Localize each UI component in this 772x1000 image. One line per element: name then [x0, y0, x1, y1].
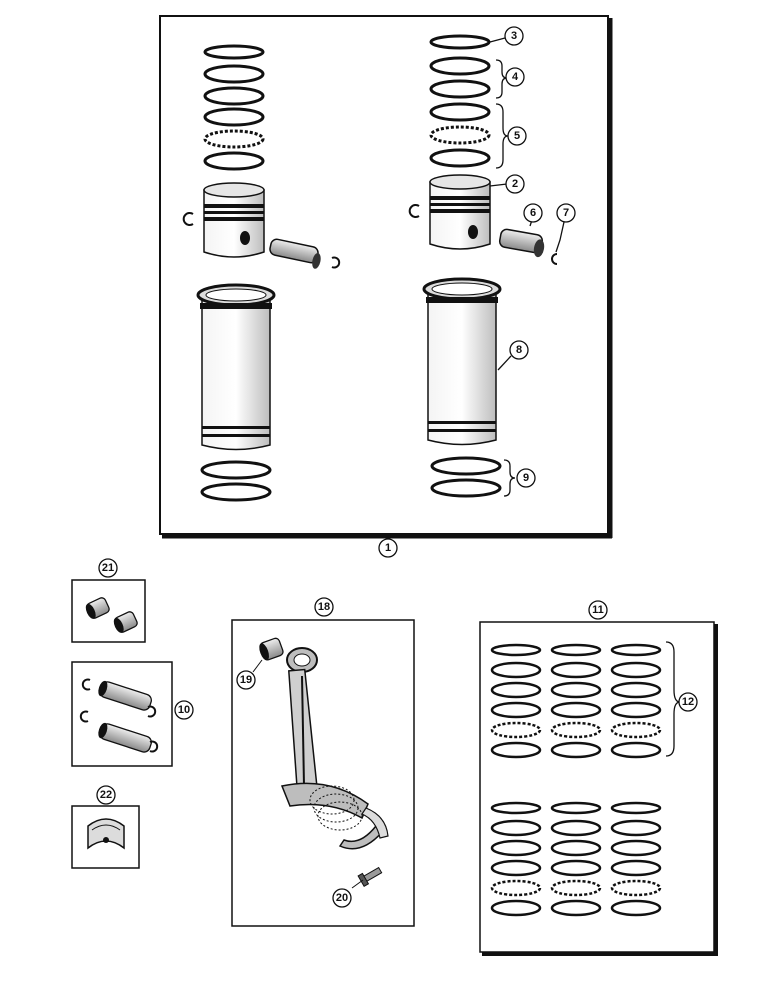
svg-text:18: 18 — [318, 601, 330, 613]
piston-ring — [550, 721, 602, 739]
piston-ring — [490, 701, 542, 719]
piston-ring — [490, 879, 542, 897]
piston-ring — [490, 859, 542, 877]
callout-10: 10 — [174, 700, 194, 720]
callout-8: 8 — [509, 340, 529, 360]
callout-20: 20 — [332, 888, 352, 908]
svg-text:1: 1 — [385, 542, 391, 554]
callout-5: 5 — [507, 126, 527, 146]
left-cylinder-sleeve — [196, 283, 276, 451]
piston-ring — [610, 819, 662, 837]
right-piston — [408, 174, 491, 250]
ring-brace — [665, 641, 681, 757]
piston-ring — [490, 681, 542, 699]
piston-ring — [610, 701, 662, 719]
callout-12: 12 — [678, 692, 698, 712]
svg-text:4: 4 — [512, 71, 519, 83]
callout-22: 22 — [96, 785, 116, 805]
piston-ring — [490, 643, 542, 657]
connecting-rod-box — [231, 619, 415, 927]
svg-text:10: 10 — [178, 704, 190, 716]
piston-ring — [610, 859, 662, 877]
piston-ring — [610, 661, 662, 679]
piston-ring — [610, 879, 662, 897]
right-cylinder-sleeve — [422, 277, 502, 446]
svg-text:9: 9 — [523, 472, 529, 484]
callout-2: 2 — [505, 174, 525, 194]
piston-ring — [610, 721, 662, 739]
left-piston-rings — [203, 44, 265, 171]
piston-ring — [490, 899, 542, 917]
svg-text:11: 11 — [592, 604, 604, 616]
svg-text:19: 19 — [240, 674, 252, 686]
piston-ring — [610, 741, 662, 759]
svg-text:21: 21 — [102, 562, 114, 574]
piston-ring — [610, 681, 662, 699]
piston-ring — [610, 839, 662, 857]
svg-text:12: 12 — [682, 696, 694, 708]
callout-18: 18 — [314, 597, 334, 617]
svg-text:5: 5 — [514, 130, 520, 142]
left-piston-pin — [269, 238, 341, 269]
svg-text:22: 22 — [100, 789, 112, 801]
rod-bearing-box — [71, 805, 140, 869]
right-piston-pin — [498, 228, 558, 265]
bushing-kit-box — [71, 579, 146, 643]
piston-ring — [490, 721, 542, 739]
piston-ring — [550, 801, 602, 815]
right-piston-rings — [429, 34, 491, 168]
piston-ring — [550, 741, 602, 759]
left-sleeve-seals — [200, 460, 272, 502]
callout-1: 1 — [378, 538, 398, 558]
callout-9: 9 — [516, 468, 536, 488]
piston-ring — [490, 819, 542, 837]
piston-ring — [550, 643, 602, 657]
callout-4: 4 — [505, 67, 525, 87]
sleeve-kit-box — [159, 15, 613, 539]
right-sleeve-seals — [430, 456, 502, 498]
ring-grid — [490, 643, 662, 917]
callout-19: 19 — [236, 670, 256, 690]
piston-ring — [610, 899, 662, 917]
piston-ring — [550, 819, 602, 837]
piston-ring — [610, 801, 662, 815]
piston-pin-kit-box — [71, 661, 173, 767]
callout-11: 11 — [588, 600, 608, 620]
svg-text:8: 8 — [516, 344, 522, 356]
callout-3: 3 — [504, 26, 524, 46]
piston-ring — [490, 661, 542, 679]
svg-text:7: 7 — [563, 207, 569, 219]
left-piston — [182, 182, 265, 258]
piston-ring — [550, 681, 602, 699]
piston-ring — [610, 643, 662, 657]
svg-text:3: 3 — [511, 30, 517, 42]
piston-ring — [490, 801, 542, 815]
piston-ring — [550, 701, 602, 719]
ring-set-box — [479, 621, 718, 956]
svg-text:6: 6 — [530, 207, 536, 219]
piston-ring — [550, 859, 602, 877]
piston-ring — [490, 839, 542, 857]
callout-7: 7 — [556, 203, 576, 223]
piston-ring — [550, 839, 602, 857]
svg-text:20: 20 — [336, 892, 348, 904]
piston-ring — [490, 741, 542, 759]
callout-21: 21 — [98, 558, 118, 578]
svg-text:2: 2 — [512, 178, 518, 190]
piston-ring — [550, 899, 602, 917]
piston-ring — [550, 661, 602, 679]
piston-ring — [550, 879, 602, 897]
callout-6: 6 — [523, 203, 543, 223]
